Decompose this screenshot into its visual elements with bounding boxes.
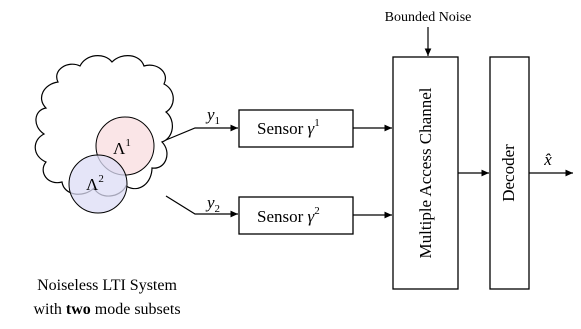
multiple-access-channel-label: Multiple Access Channel bbox=[416, 87, 435, 258]
system-caption-line-2: with two mode subsets bbox=[33, 301, 180, 318]
system-cloud bbox=[34, 55, 174, 197]
sensor-2-label: Sensor γ2 bbox=[257, 205, 320, 226]
y2-label: y2 bbox=[205, 193, 220, 215]
decoder-label: Decoder bbox=[499, 144, 518, 202]
multiple-access-channel-box bbox=[392, 56, 459, 290]
decoder-box bbox=[489, 56, 530, 290]
sensor-1-box bbox=[238, 109, 354, 148]
bounded-noise-label: Bounded Noise bbox=[385, 10, 472, 25]
y1-signal-line bbox=[165, 124, 238, 141]
y2-signal-line bbox=[165, 195, 238, 218]
system-caption-line-1: Noiseless LTI System bbox=[37, 277, 177, 294]
sensor-1-label: Sensor γ1 bbox=[257, 117, 320, 138]
mode-subset-2-circle bbox=[68, 154, 128, 214]
mode-subset-1-label: Λ1 bbox=[113, 137, 131, 158]
mode-subset-2-label: Λ2 bbox=[86, 173, 104, 194]
sensor-2-box bbox=[238, 196, 354, 235]
y1-label: y1 bbox=[205, 105, 220, 127]
x-hat-label: x̂ bbox=[543, 150, 552, 169]
